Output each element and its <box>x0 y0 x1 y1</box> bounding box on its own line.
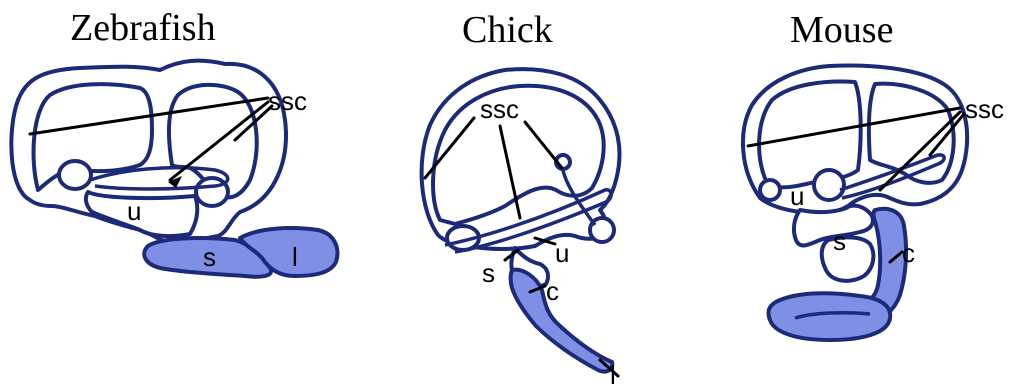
mouse-ampulla-left <box>814 170 844 200</box>
mouse-label-c: c <box>902 238 915 268</box>
zebrafish-panel: Zebrafish ssc u s l <box>11 7 337 277</box>
mouse-title: Mouse <box>790 9 893 51</box>
zebrafish-label-ssc: ssc <box>268 86 307 116</box>
chick-label-ssc: ssc <box>480 94 519 124</box>
mouse-saccule <box>822 237 874 280</box>
chick-label-u: u <box>555 238 569 268</box>
chick-label-c: c <box>546 276 559 306</box>
zebrafish-title: Zebrafish <box>70 7 216 49</box>
zebrafish-label-u: u <box>127 196 141 226</box>
chick-panel: Chick ssc u s c l <box>422 9 620 386</box>
chick-title: Chick <box>462 9 553 51</box>
mouse-label-u: u <box>790 181 804 211</box>
chick-label-s: s <box>482 258 495 288</box>
mouse-panel: Mouse ssc u s c <box>743 9 1004 340</box>
chick-label-l: l <box>610 360 616 386</box>
mouse-cochlear-coil-outer <box>768 293 890 340</box>
mouse-ampulla-small <box>760 180 780 200</box>
zebrafish-label-s: s <box>203 242 216 272</box>
zebrafish-ampulla-left <box>59 161 91 189</box>
mouse-label-ssc: ssc <box>965 94 1004 124</box>
zebrafish-utricle <box>86 192 197 236</box>
chick-cochlear-duct <box>511 270 613 372</box>
zebrafish-label-l: l <box>292 242 298 272</box>
mouse-label-s: s <box>833 226 846 256</box>
